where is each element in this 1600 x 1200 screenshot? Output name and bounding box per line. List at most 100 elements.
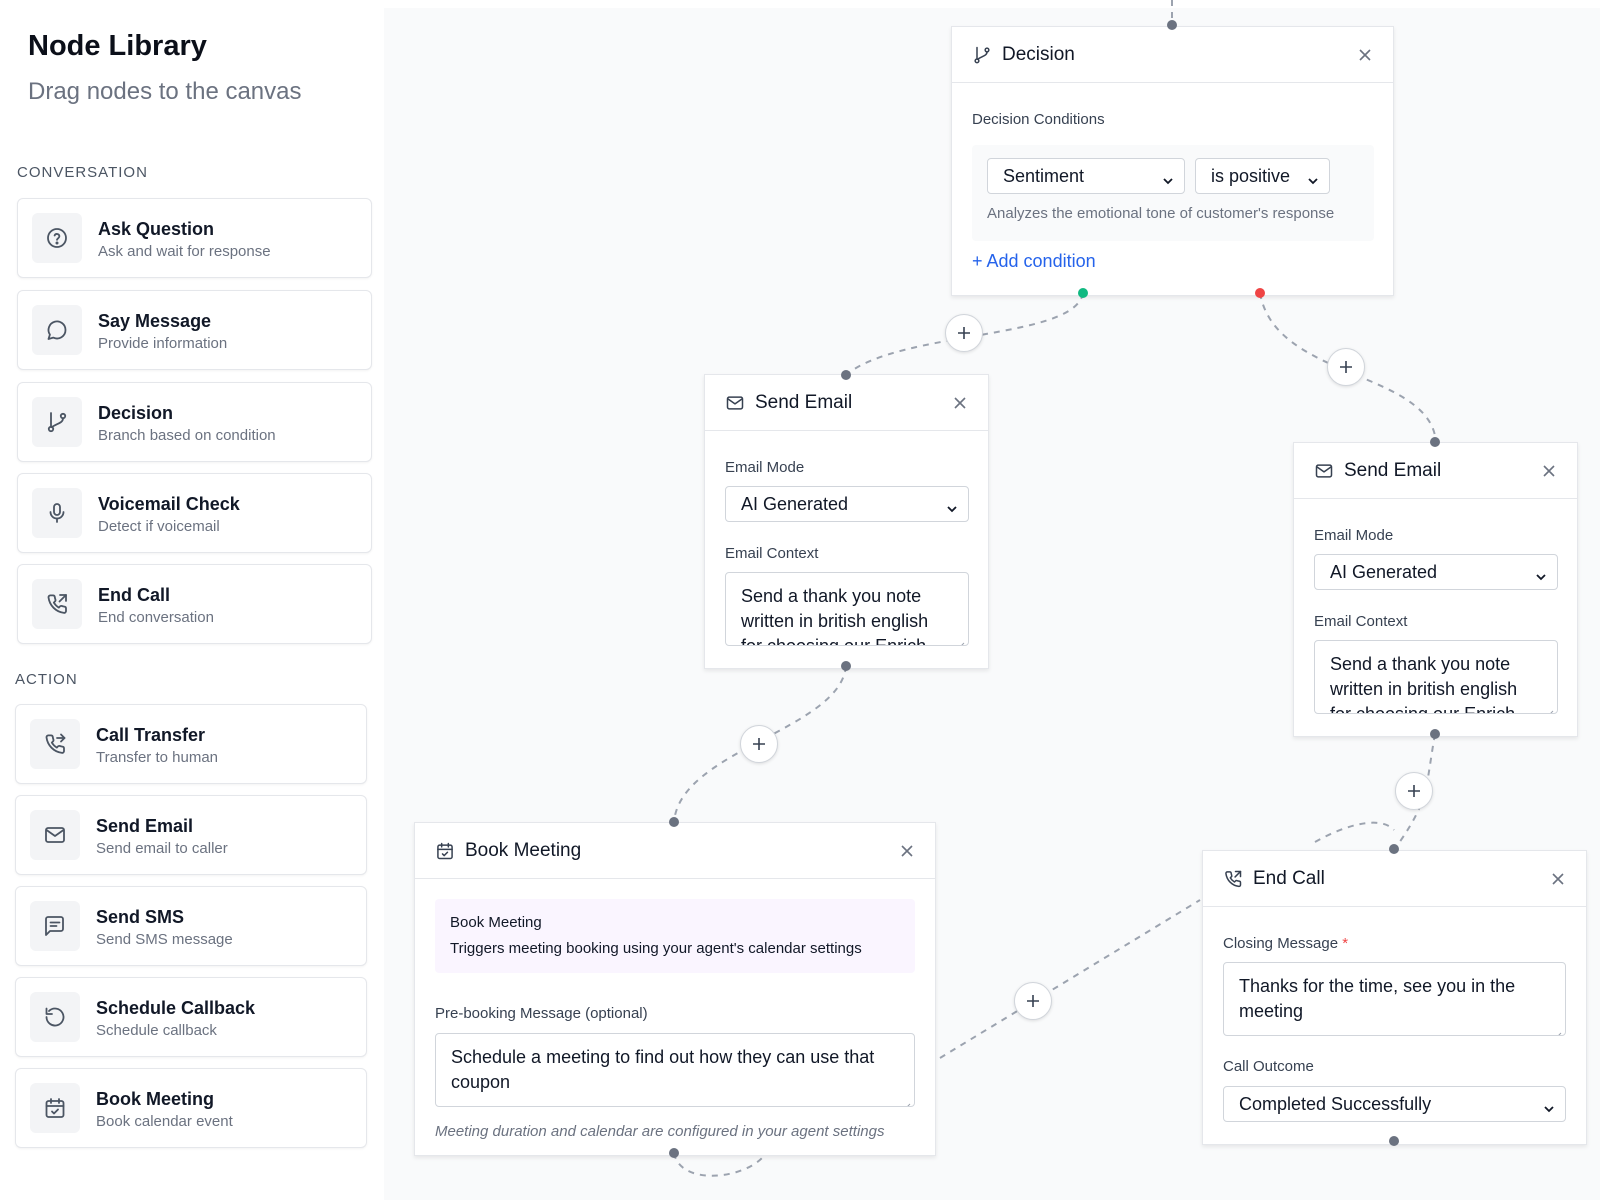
node-title: Decision (1002, 43, 1075, 65)
close-icon[interactable] (1539, 461, 1559, 481)
library-item-name: Voicemail Check (98, 494, 240, 514)
decision-true-handle[interactable] (1078, 288, 1088, 298)
section-label-conversation: CONVERSATION (17, 164, 148, 181)
send-email-left-input-handle[interactable] (841, 370, 851, 380)
library-item-name: Book Meeting (96, 1089, 215, 1109)
microphone-icon (32, 488, 82, 538)
library-item-decision[interactable]: Decision Branch based on condition (17, 382, 372, 462)
email-mode-select[interactable]: AI Generated (1314, 554, 1558, 590)
book-meeting-output-handle[interactable] (669, 1148, 679, 1158)
library-item-end-call[interactable]: End Call End conversation (17, 564, 372, 644)
node-title: End Call (1253, 867, 1325, 889)
library-title: Node Library (28, 30, 207, 62)
library-item-desc: Branch based on condition (98, 427, 276, 444)
decision-node[interactable]: Decision Decision Conditions Sentiment i… (951, 26, 1394, 296)
chevron-down-icon (1307, 171, 1319, 185)
decision-input-handle[interactable] (1167, 20, 1177, 30)
library-item-schedule-callback[interactable]: Schedule Callback Schedule callback (15, 977, 367, 1057)
send-email-node-right[interactable]: Send Email Email Mode AI Generated Email… (1293, 442, 1578, 737)
library-item-book-meeting[interactable]: Book Meeting Book calendar event (15, 1068, 367, 1148)
email-context-value: Send a thank you note written in british… (741, 586, 929, 646)
library-item-desc: Send email to caller (96, 840, 228, 857)
plus-icon (1027, 995, 1039, 1007)
call-outcome-value: Completed Successfully (1239, 1093, 1432, 1114)
git-branch-icon (32, 397, 82, 447)
add-condition-link[interactable]: + Add condition (972, 251, 1096, 271)
library-item-name: Call Transfer (96, 725, 206, 745)
closing-message-label-text: Closing Message (1223, 935, 1339, 952)
library-item-send-email[interactable]: Send Email Send email to caller (15, 795, 367, 875)
close-icon[interactable] (897, 841, 917, 861)
library-item-call-transfer[interactable]: Call Transfer Transfer to human (15, 704, 367, 784)
section-label-action: ACTION (15, 671, 78, 688)
call-outcome-select[interactable]: Completed Successfully (1223, 1086, 1566, 1122)
library-item-desc: Ask and wait for response (98, 243, 271, 260)
add-node-button[interactable] (1327, 348, 1365, 386)
email-context-value: Send a thank you note written in british… (1330, 654, 1518, 714)
library-item-desc: Provide information (98, 335, 228, 352)
message-square-icon (30, 901, 80, 951)
condition-operator-value: is positive (1211, 165, 1291, 186)
library-item-desc: Send SMS message (96, 931, 233, 948)
book-meeting-input-handle[interactable] (669, 817, 679, 827)
info-title: Book Meeting (450, 914, 542, 931)
email-context-label: Email Context (725, 545, 819, 562)
node-header[interactable]: End Call (1203, 851, 1586, 907)
book-meeting-info-box: Book Meeting Triggers meeting booking us… (435, 899, 915, 973)
library-item-ask-question[interactable]: Ask Question Ask and wait for response (17, 198, 372, 278)
add-node-button[interactable] (945, 314, 983, 352)
phone-forwarded-icon (30, 719, 80, 769)
resize-handle-icon[interactable] (1544, 700, 1554, 713)
condition-field-select[interactable]: Sentiment (987, 158, 1185, 194)
end-call-input-handle[interactable] (1389, 844, 1399, 854)
email-mode-select[interactable]: AI Generated (725, 486, 969, 522)
end-call-node[interactable]: End Call Closing Message * Thanks for th… (1202, 850, 1587, 1145)
send-email-right-input-handle[interactable] (1430, 437, 1440, 447)
library-item-voicemail-check[interactable]: Voicemail Check Detect if voicemail (17, 473, 372, 553)
library-item-say-message[interactable]: Say Message Provide information (17, 290, 372, 370)
add-node-button[interactable] (740, 725, 778, 763)
mail-icon (726, 395, 744, 410)
email-mode-value: AI Generated (741, 493, 849, 514)
plus-icon (1340, 361, 1352, 373)
add-node-button[interactable] (1395, 772, 1433, 810)
resize-handle-icon[interactable] (955, 632, 965, 645)
send-email-node-left[interactable]: Send Email Email Mode AI Generated Email… (704, 374, 989, 669)
email-context-label: Email Context (1314, 613, 1408, 630)
node-title: Send Email (755, 391, 853, 413)
info-text: Triggers meeting booking using your agen… (450, 940, 862, 957)
resize-handle-icon[interactable] (901, 1093, 911, 1106)
node-header[interactable]: Decision (952, 27, 1393, 83)
add-node-button[interactable] (1014, 982, 1052, 1020)
end-call-output-handle[interactable] (1389, 1136, 1399, 1146)
meeting-config-footnote: Meeting duration and calendar are config… (435, 1123, 885, 1140)
condition-operator-select[interactable]: is positive (1195, 158, 1330, 194)
library-item-name: Ask Question (98, 219, 215, 239)
library-subtitle: Drag nodes to the canvas (28, 78, 302, 105)
node-header[interactable]: Send Email (705, 375, 988, 431)
plus-icon (1408, 785, 1420, 797)
email-context-textarea[interactable]: Send a thank you note written in british… (725, 572, 969, 646)
close-icon[interactable] (950, 393, 970, 413)
closing-message-textarea[interactable]: Thanks for the time, see you in the meet… (1223, 962, 1566, 1036)
decision-false-handle[interactable] (1255, 288, 1265, 298)
mail-icon (1315, 463, 1333, 478)
condition-field-value: Sentiment (1003, 165, 1085, 186)
email-context-textarea[interactable]: Send a thank you note written in british… (1314, 640, 1558, 714)
library-item-desc: Book calendar event (96, 1113, 233, 1130)
library-item-name: Decision (98, 403, 174, 423)
close-icon[interactable] (1355, 45, 1375, 65)
node-header[interactable]: Send Email (1294, 443, 1577, 499)
close-icon[interactable] (1548, 869, 1568, 889)
book-meeting-node[interactable]: Book Meeting Book Meeting Triggers meeti… (414, 822, 936, 1156)
resize-handle-icon[interactable] (1552, 1022, 1562, 1035)
prebooking-message-textarea[interactable]: Schedule a meeting to find out how they … (435, 1033, 915, 1107)
git-branch-icon (974, 46, 990, 63)
send-email-right-output-handle[interactable] (1430, 729, 1440, 739)
library-item-desc: Schedule callback (96, 1022, 217, 1039)
library-item-desc: End conversation (98, 609, 214, 626)
library-item-send-sms[interactable]: Send SMS Send SMS message (15, 886, 367, 966)
node-header[interactable]: Book Meeting (415, 823, 935, 879)
library-item-name: Send SMS (96, 907, 185, 927)
send-email-left-output-handle[interactable] (841, 661, 851, 671)
